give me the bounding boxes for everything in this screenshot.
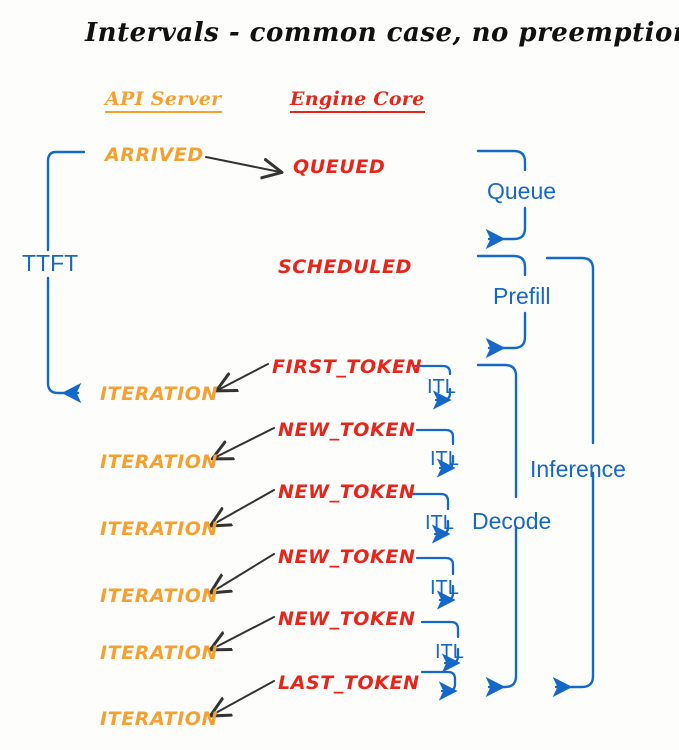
interval-label-prefill: Prefill	[493, 283, 551, 309]
interval-label-queue: Queue	[487, 178, 557, 204]
bracket-inference	[545, 256, 595, 698]
state-iteration-2: ITERATION	[100, 451, 219, 473]
state-new-token-4: NEW_TOKEN	[278, 608, 416, 630]
bracket-itl-5	[420, 620, 461, 673]
state-iteration-4: ITERATION	[100, 585, 219, 607]
interval-label-itl-5: ITL	[435, 641, 464, 663]
state-scheduled: SCHEDULED	[278, 256, 412, 278]
page-title: Intervals - common case, no preemptions	[85, 18, 679, 48]
state-arrived: ARRIVED	[105, 144, 204, 166]
column-header-api-server: API Server	[105, 90, 222, 113]
state-iteration-6: ITERATION	[100, 708, 219, 730]
bracket-decode	[476, 363, 518, 698]
arrow-arrived-to-queued	[205, 156, 280, 172]
interval-label-decode: Decode	[472, 508, 552, 534]
bracket-ttft	[46, 150, 86, 404]
interval-label-itl-4: ITL	[430, 577, 459, 599]
interval-label-itl-1: ITL	[427, 376, 456, 398]
column-header-engine-core: Engine Core	[290, 90, 425, 113]
interval-label-itl-2: ITL	[430, 448, 459, 470]
bracket-queue	[476, 149, 527, 250]
state-new-token-3: NEW_TOKEN	[278, 546, 416, 568]
state-iteration-1: ITERATION	[100, 383, 219, 405]
bracket-itl-3	[410, 492, 451, 544]
bracket-itl-2	[415, 428, 456, 478]
interval-label-itl-3: ITL	[425, 512, 454, 534]
interval-label-ttft: TTFT	[22, 250, 79, 276]
bracket-itl-1	[413, 364, 452, 410]
token-to-iteration-arrows	[212, 363, 275, 715]
bracket-itl-4	[415, 556, 456, 610]
state-iteration-5: ITERATION	[100, 642, 219, 664]
bracket-prefill	[476, 254, 527, 359]
state-first-token: FIRST_TOKEN	[272, 356, 423, 378]
state-new-token-1: NEW_TOKEN	[278, 419, 416, 441]
bracket-itl-6	[420, 670, 458, 701]
interval-label-inference: Inference	[530, 456, 626, 482]
state-iteration-3: ITERATION	[100, 518, 219, 540]
state-new-token-2: NEW_TOKEN	[278, 481, 416, 503]
state-queued: QUEUED	[293, 156, 386, 178]
state-last-token: LAST_TOKEN	[278, 672, 420, 694]
